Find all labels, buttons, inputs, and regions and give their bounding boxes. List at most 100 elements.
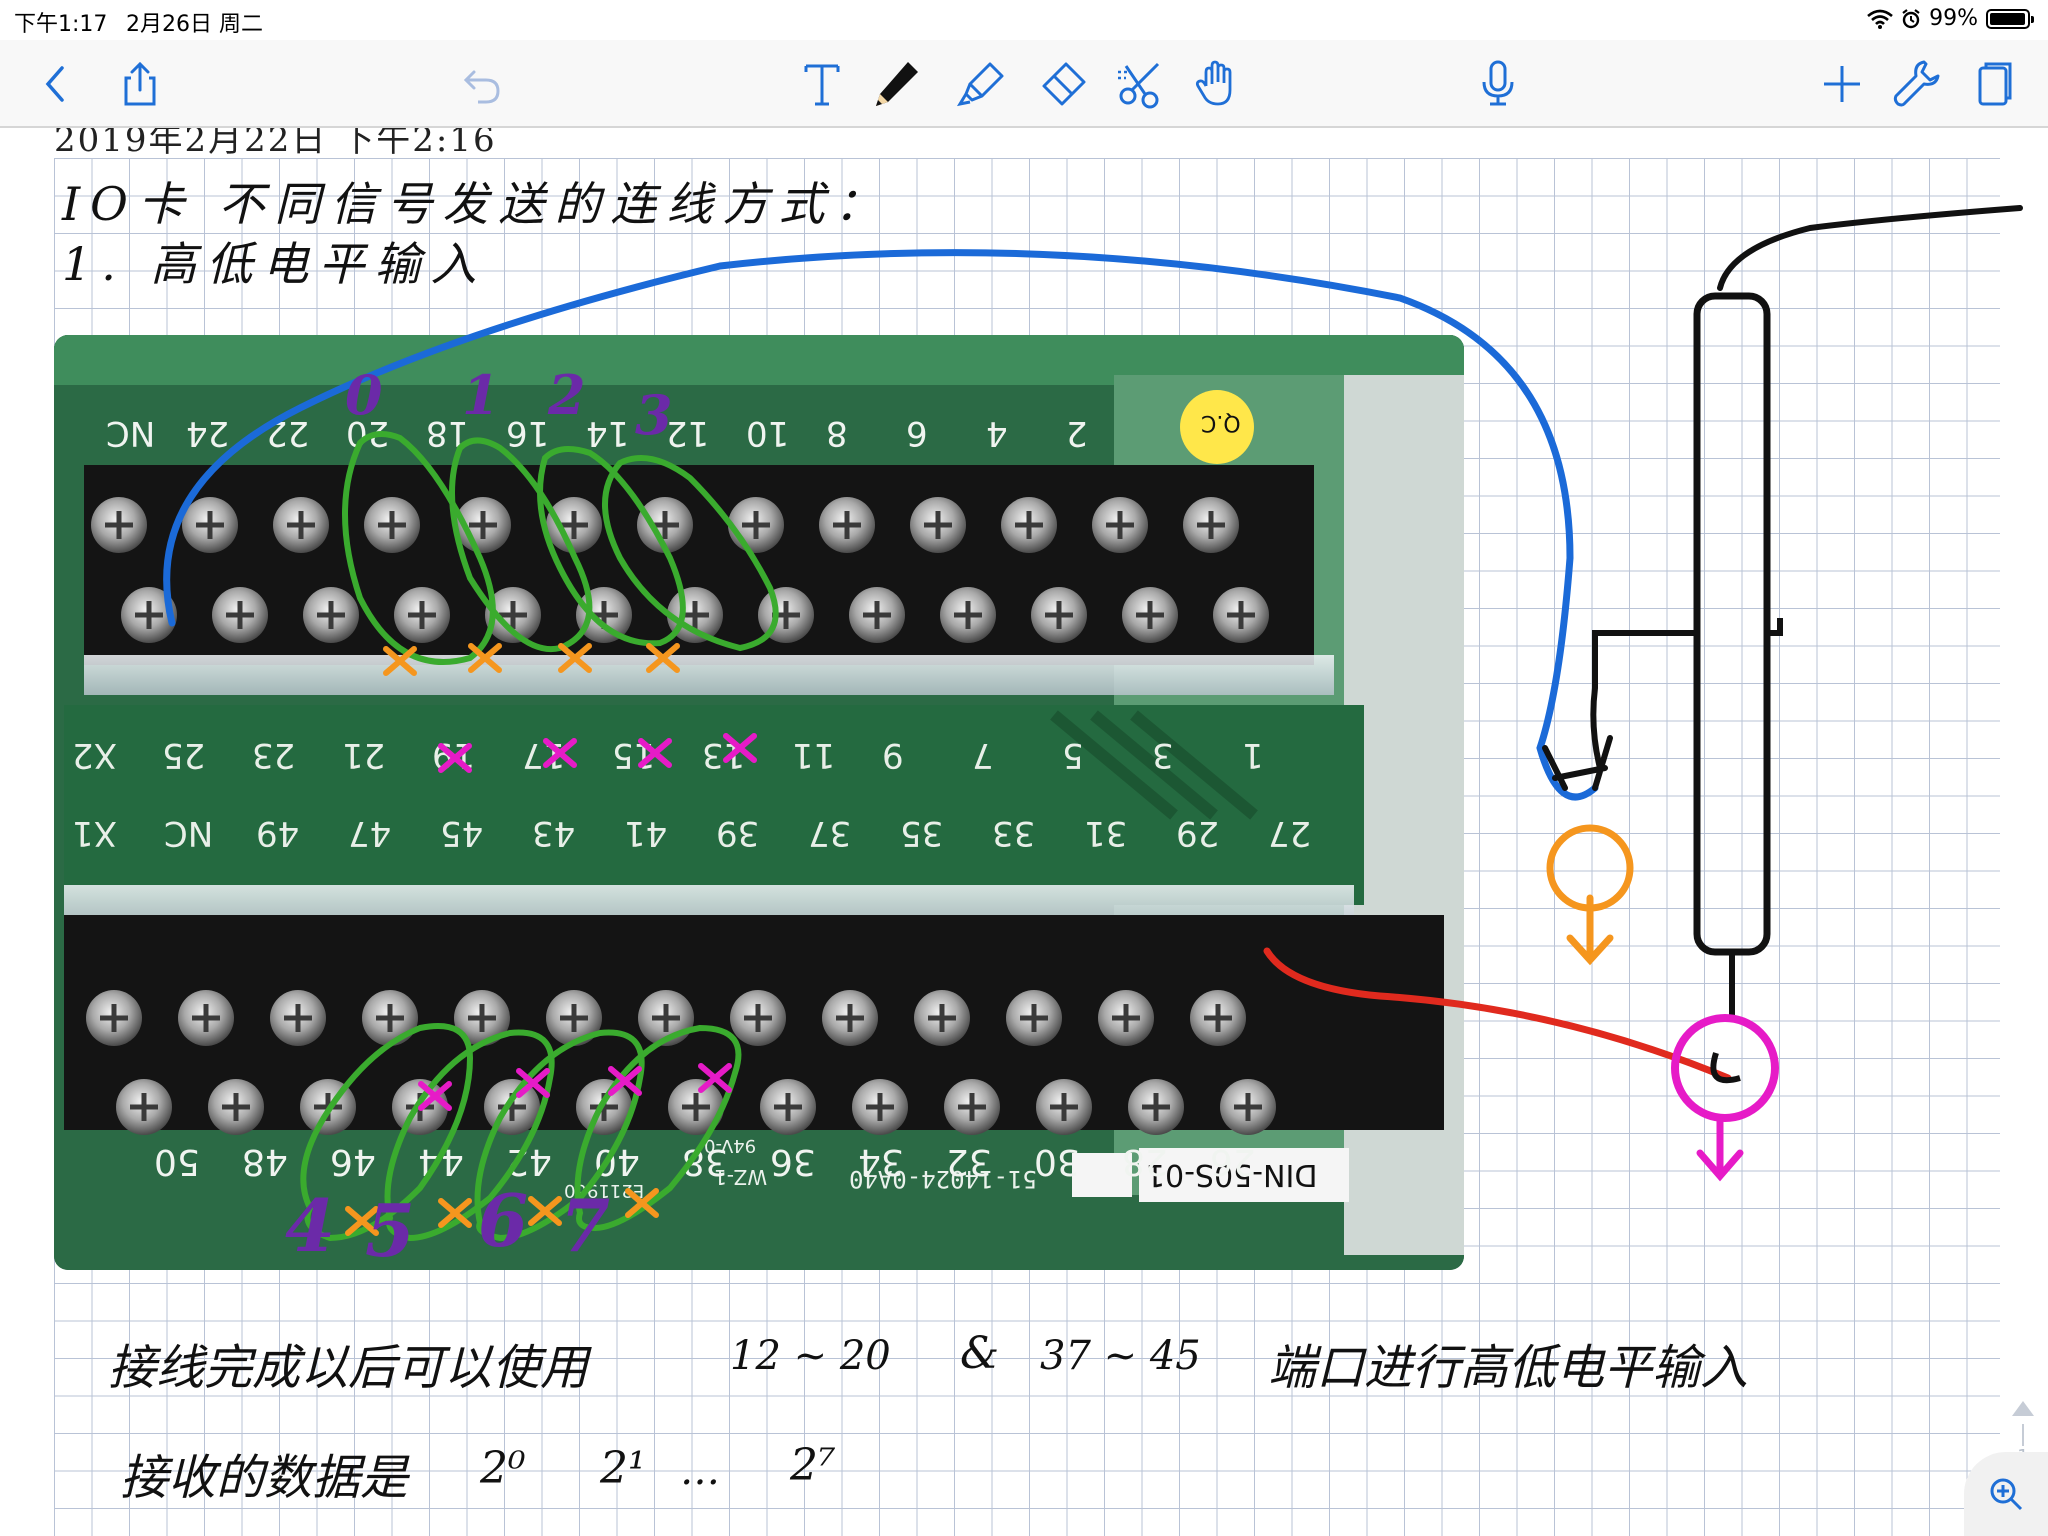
magenta-circle bbox=[1671, 1014, 1779, 1122]
magenta-x-mark bbox=[438, 743, 472, 773]
terminal-board-photo[interactable]: Q.C DIN-50S-01 51-14024-0A40 WZ-1 94V-0 … bbox=[54, 335, 1464, 1270]
terminal-board-drawing bbox=[54, 335, 1464, 1270]
terminal-screw bbox=[1128, 1079, 1184, 1135]
orange-x-mark bbox=[345, 1206, 379, 1236]
terminal-screw bbox=[910, 497, 966, 553]
terminal-screw bbox=[86, 990, 142, 1046]
note-line1-part3: & bbox=[960, 1328, 1000, 1379]
orange-x-mark bbox=[383, 646, 417, 676]
terminal-screw bbox=[668, 1079, 724, 1135]
terminal-screw bbox=[1122, 587, 1178, 643]
terminal-screw bbox=[944, 1079, 1000, 1135]
orange-x-mark bbox=[528, 1196, 562, 1226]
text-tool-icon[interactable] bbox=[790, 52, 854, 116]
zoom-button[interactable] bbox=[1964, 1452, 2048, 1536]
terminal-screw bbox=[1213, 587, 1269, 643]
hand-tool-icon[interactable] bbox=[1186, 52, 1250, 116]
terminal-screw bbox=[546, 990, 602, 1046]
magenta-x-mark bbox=[723, 733, 757, 763]
orange-x-mark bbox=[438, 1198, 472, 1228]
orange-x-mark bbox=[625, 1188, 659, 1218]
scissors-tool-icon[interactable] bbox=[1108, 52, 1172, 116]
note-line1-part4: 37 ~ 45 bbox=[1040, 1333, 1201, 1379]
magenta-x-mark bbox=[516, 1068, 550, 1098]
note-line2-part1: 接收的数据是 bbox=[120, 1450, 409, 1506]
terminal-screw bbox=[1006, 990, 1062, 1046]
alarm-icon bbox=[1902, 8, 1920, 28]
back-chevron-icon[interactable] bbox=[24, 52, 88, 116]
undo-icon[interactable] bbox=[450, 52, 514, 116]
wifi-icon bbox=[1867, 9, 1893, 29]
share-icon[interactable] bbox=[108, 52, 172, 116]
note-line2-part2: 2⁰ bbox=[480, 1443, 526, 1494]
terminal-screw bbox=[485, 587, 541, 643]
magenta-x-mark bbox=[418, 1081, 452, 1111]
terminal-screw bbox=[760, 1079, 816, 1135]
terminal-screw bbox=[303, 587, 359, 643]
note-line1-part5: 端口进行高低电平输入 bbox=[1268, 1340, 1749, 1396]
toolbar bbox=[0, 40, 2048, 128]
eraser-tool-icon[interactable] bbox=[1030, 52, 1094, 116]
terminal-screw bbox=[940, 587, 996, 643]
terminal-screw bbox=[852, 1079, 908, 1135]
note-title: IO卡 不同信号发送的连线方式： bbox=[62, 177, 891, 231]
terminal-screw bbox=[178, 990, 234, 1046]
terminal-screw bbox=[182, 497, 238, 553]
probe-tip-hook bbox=[1710, 1052, 1741, 1084]
terminal-screw bbox=[637, 497, 693, 553]
terminal-screw bbox=[1098, 990, 1154, 1046]
terminal-screw bbox=[116, 1079, 172, 1135]
zoom-in-icon bbox=[1990, 1478, 2023, 1511]
note-subtitle: 1. 高低电平输入 bbox=[62, 237, 487, 291]
note-line2-part3: 2¹ bbox=[600, 1443, 646, 1494]
terminal-screw bbox=[849, 587, 905, 643]
terminal-screw bbox=[822, 990, 878, 1046]
bit-index-label: 4 bbox=[285, 1183, 336, 1268]
blue-wire bbox=[163, 249, 1599, 801]
terminal-screw bbox=[1001, 497, 1057, 553]
microphone-icon[interactable] bbox=[1466, 52, 1530, 116]
terminal-screw bbox=[270, 990, 326, 1046]
note-line1-part2: 12 ~ 20 bbox=[730, 1333, 891, 1379]
pen-tool-icon[interactable] bbox=[864, 52, 928, 116]
terminal-screw bbox=[546, 497, 602, 553]
bit-index-label: 7 bbox=[560, 1183, 611, 1268]
bit-index-label: 6 bbox=[478, 1178, 529, 1263]
terminal-screw bbox=[819, 497, 875, 553]
terminal-screw bbox=[454, 990, 510, 1046]
note-line1-part1: 接线完成以后可以使用 bbox=[108, 1340, 589, 1396]
terminal-screw bbox=[212, 587, 268, 643]
terminal-screw bbox=[914, 990, 970, 1046]
wrench-icon[interactable] bbox=[1884, 52, 1948, 116]
terminal-screw bbox=[1220, 1079, 1276, 1135]
bit-index-label: 3 bbox=[635, 383, 673, 447]
terminal-screw bbox=[1183, 497, 1239, 553]
note-page[interactable]: 2019年2月22日 下午2:16 IO卡 不同信号发送的连线方式： 1. 高低… bbox=[0, 128, 2048, 1536]
red-wire bbox=[1263, 947, 1732, 1082]
status-bar: 下午1:17 2月26日 周二 99% bbox=[0, 0, 2048, 40]
orange-x-mark bbox=[558, 643, 592, 673]
terminal-screw bbox=[91, 497, 147, 553]
probe-body bbox=[1693, 292, 1771, 956]
terminal-screw bbox=[208, 1079, 264, 1135]
pages-icon[interactable] bbox=[1962, 52, 2026, 116]
battery-icon bbox=[1986, 8, 2034, 29]
terminal-screw bbox=[273, 497, 329, 553]
bit-index-label: 1 bbox=[462, 363, 500, 427]
bit-index-label: 2 bbox=[548, 363, 586, 427]
terminal-screw bbox=[121, 587, 177, 643]
page-up-icon[interactable] bbox=[2010, 1398, 2036, 1418]
status-right: 99% bbox=[1867, 6, 2034, 31]
terminal-screw bbox=[1031, 587, 1087, 643]
terminal-screw bbox=[1190, 990, 1246, 1046]
note-line2-part4: … bbox=[680, 1448, 720, 1494]
orange-x-mark bbox=[468, 643, 502, 673]
battery-percent: 99% bbox=[1929, 6, 1978, 31]
bit-index-label: 0 bbox=[345, 363, 383, 427]
highlighter-tool-icon[interactable] bbox=[950, 52, 1014, 116]
orange-arrow bbox=[1566, 894, 1614, 966]
note-date: 2019年2月22日 下午2:16 bbox=[54, 128, 497, 160]
add-icon[interactable] bbox=[1810, 52, 1874, 116]
status-time: 下午1:17 bbox=[14, 12, 108, 37]
magenta-x-mark bbox=[608, 1066, 642, 1096]
